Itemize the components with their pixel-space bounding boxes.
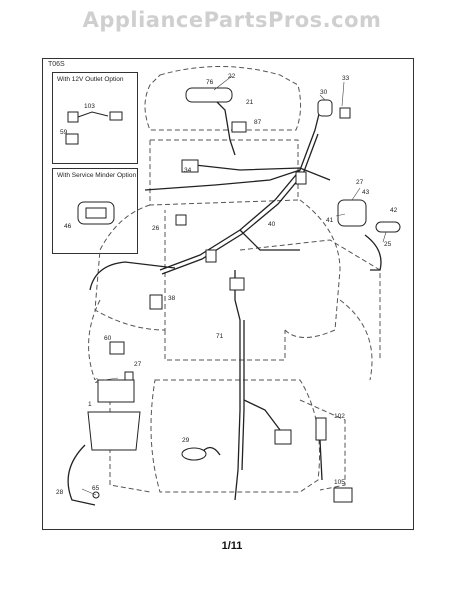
headlight-assembly bbox=[185, 87, 233, 103]
part-label: 29 bbox=[182, 437, 190, 444]
diagram-frame bbox=[42, 58, 414, 530]
part-label: 28 bbox=[56, 489, 64, 496]
page-number: 1/11 bbox=[221, 540, 243, 552]
part-label: 71 bbox=[216, 333, 224, 340]
part-label: 103 bbox=[84, 103, 95, 110]
harness-29 bbox=[181, 447, 207, 461]
part-label: 46 bbox=[64, 223, 72, 230]
part-label: 34 bbox=[184, 167, 192, 174]
solenoid-43 bbox=[337, 199, 367, 227]
part-label: 40 bbox=[268, 221, 276, 228]
part-labels: 22 21 76 33 30 87 34 27 43 41 42 25 26 4… bbox=[56, 73, 398, 496]
part-label: 41 bbox=[326, 217, 334, 224]
battery bbox=[97, 379, 135, 403]
part-label: 43 bbox=[362, 189, 370, 196]
connector-71 bbox=[229, 277, 245, 291]
part-label: 38 bbox=[168, 295, 176, 302]
part-label: 33 bbox=[342, 75, 350, 82]
part-label: 65 bbox=[92, 485, 100, 492]
main-harness bbox=[67, 99, 382, 506]
switch-30 bbox=[317, 99, 333, 117]
part-label: 30 bbox=[320, 89, 328, 96]
starter-42 bbox=[375, 221, 401, 233]
part-label: 27 bbox=[356, 179, 364, 186]
inset-12v-title: With 12V Outlet Option bbox=[57, 76, 124, 83]
watermark: AppliancePartsPros.com bbox=[82, 8, 382, 32]
fuse-33 bbox=[339, 107, 351, 119]
part-label: 25 bbox=[384, 241, 392, 248]
inset-service-minder: With Service Minder Option bbox=[52, 168, 138, 254]
fuse-60 bbox=[109, 341, 125, 355]
relay-102a bbox=[274, 429, 292, 445]
part-label: 102 bbox=[334, 413, 345, 420]
part-label: 22 bbox=[228, 73, 236, 80]
terminal-27 bbox=[124, 371, 134, 381]
part-label: 2 bbox=[95, 378, 99, 385]
switch-87 bbox=[231, 121, 247, 133]
part-label: 87 bbox=[254, 119, 262, 126]
inset-parts bbox=[65, 111, 123, 225]
part-label: 21 bbox=[246, 99, 254, 106]
connector-40 bbox=[295, 171, 307, 185]
part-label: 76 bbox=[206, 79, 214, 86]
part-label: 60 bbox=[104, 335, 112, 342]
switch-102 bbox=[315, 417, 327, 441]
connector-junction bbox=[205, 249, 217, 263]
part-label: 105 bbox=[334, 479, 345, 486]
switch-105 bbox=[333, 487, 353, 503]
connector-26 bbox=[175, 214, 187, 226]
battery-tray bbox=[87, 411, 141, 451]
switch-34 bbox=[181, 159, 199, 173]
leader-lines bbox=[81, 75, 387, 496]
inset-minder-title: With Service Minder Option bbox=[57, 172, 137, 179]
part-label: 27 bbox=[134, 361, 142, 368]
part-label: 1 bbox=[88, 401, 92, 408]
part-label: 59 bbox=[60, 129, 68, 136]
inset-12v-outlet: With 12V Outlet Option bbox=[52, 72, 138, 164]
part-label: 26 bbox=[152, 225, 160, 232]
diagram-code: T06S bbox=[48, 61, 65, 68]
switch-38 bbox=[149, 294, 163, 310]
part-label: 42 bbox=[390, 207, 398, 214]
components bbox=[87, 87, 401, 503]
